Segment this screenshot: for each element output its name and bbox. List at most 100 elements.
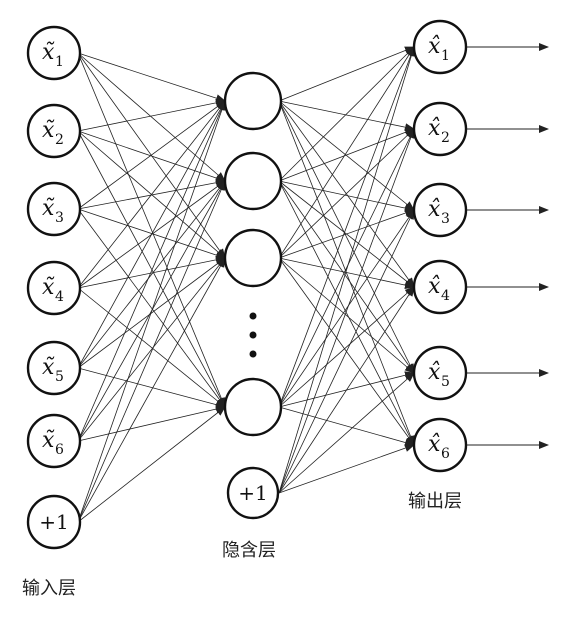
output-node-symbol: x̂ (428, 116, 441, 141)
output-node-subscript: 2 (441, 130, 450, 146)
connection-line (77, 208, 226, 259)
connection-line (77, 367, 226, 409)
input-node-subscript: 4 (55, 289, 64, 305)
output-layer-label: 输出层 (408, 491, 462, 512)
connection-line (278, 100, 415, 132)
output-node-symbol: x̂ (428, 197, 441, 222)
output-node-symbol: x̂ (428, 274, 441, 299)
connection-line (77, 98, 226, 132)
hidden-node (223, 71, 283, 131)
connection-line (77, 257, 226, 369)
output-node-circle (412, 417, 468, 473)
output-node-circle (412, 259, 468, 315)
connection-line (278, 128, 415, 408)
hidden-node (223, 151, 283, 211)
input-node-circle (26, 103, 82, 159)
output-node-5: x̂5 (412, 345, 468, 401)
output-node-subscript: 6 (441, 446, 450, 462)
input-node-1: x̃1 (26, 25, 82, 81)
output-node-circle (412, 19, 468, 75)
connection-line (278, 209, 415, 259)
input-bias-circle (26, 494, 82, 550)
input-node-subscript: 6 (55, 442, 64, 458)
hidden-ellipsis (249, 312, 257, 358)
hidden-node (223, 377, 283, 437)
connection-line (77, 52, 226, 182)
connection-line (278, 46, 415, 259)
output-node-subscript: 3 (441, 211, 450, 227)
input-node-symbol: x̃ (42, 118, 55, 143)
connection-line (278, 46, 415, 102)
connection-line (77, 255, 226, 289)
connection-line (278, 100, 415, 211)
input-node-circle (26, 340, 82, 396)
input-node-symbol: x̃ (42, 40, 55, 65)
connection-line (77, 180, 226, 523)
input-layer: x̃1x̃2x̃3x̃4x̃5x̃6+1 (26, 25, 82, 550)
connection-line (278, 128, 415, 182)
input-node-circle (26, 25, 82, 81)
output-node-circle (412, 101, 468, 157)
output-node-6: x̂6 (412, 417, 468, 473)
output-node-circle (412, 182, 468, 238)
output-node-subscript: 4 (441, 288, 450, 304)
connection-line (77, 208, 226, 408)
connection-line (77, 180, 226, 369)
input-node-subscript: 5 (55, 369, 64, 385)
ellipsis-dot (249, 312, 257, 320)
output-node-1: x̂1 (412, 19, 468, 75)
input-bias-label: +1 (39, 510, 68, 534)
input-node-symbol: x̃ (42, 196, 55, 221)
connection-line (77, 405, 226, 442)
connection-line (278, 444, 415, 494)
ellipsis-dot (249, 331, 257, 339)
output-node-subscript: 1 (441, 48, 450, 64)
input-layer-label: 输入层 (22, 578, 76, 599)
connection-line (278, 100, 415, 374)
connection-line (278, 180, 415, 213)
connections (77, 46, 416, 523)
connection-line (77, 52, 226, 408)
hidden-layer: +1 (223, 71, 283, 520)
input-node-symbol: x̃ (42, 355, 55, 380)
hidden-node (223, 228, 283, 288)
output-node-symbol: x̂ (428, 34, 441, 59)
hidden-bias-node: +1 (226, 466, 280, 520)
input-node-3: x̃3 (26, 181, 82, 237)
connection-line (278, 128, 415, 494)
connection-line (278, 180, 415, 374)
output-node-subscript: 5 (441, 374, 450, 390)
input-node-4: x̃4 (26, 260, 82, 316)
output-node-2: x̂2 (412, 101, 468, 157)
input-node-circle (26, 260, 82, 316)
connection-line (278, 286, 415, 494)
connection-line (77, 287, 226, 408)
connection-line (77, 406, 226, 523)
connection-line (278, 46, 415, 408)
input-node-circle (26, 181, 82, 237)
connection-line (278, 286, 415, 408)
ellipsis-dot (249, 350, 257, 358)
connection-line (77, 100, 226, 210)
input-node-subscript: 2 (55, 132, 64, 148)
output-node-circle (412, 345, 468, 401)
connection-line (77, 52, 226, 259)
connection-line (77, 257, 226, 523)
output-layer: x̂1x̂2x̂3x̂4x̂5x̂6 (412, 19, 468, 473)
connection-line (278, 128, 415, 259)
input-node-circle (26, 413, 82, 469)
hidden-bias-label: +1 (238, 481, 267, 505)
input-node-subscript: 3 (55, 210, 64, 226)
hidden-bias-circle (226, 466, 280, 520)
input-node-symbol: x̃ (42, 275, 55, 300)
connection-line (278, 257, 415, 290)
connection-line (278, 180, 415, 446)
hidden-layer-label: 隐含层 (222, 540, 276, 561)
connection-line (278, 46, 415, 182)
output-node-symbol: x̂ (428, 432, 441, 457)
connection-line (77, 52, 226, 103)
connection-line (77, 130, 226, 408)
connection-line (77, 130, 226, 182)
input-node-subscript: 1 (55, 54, 64, 70)
